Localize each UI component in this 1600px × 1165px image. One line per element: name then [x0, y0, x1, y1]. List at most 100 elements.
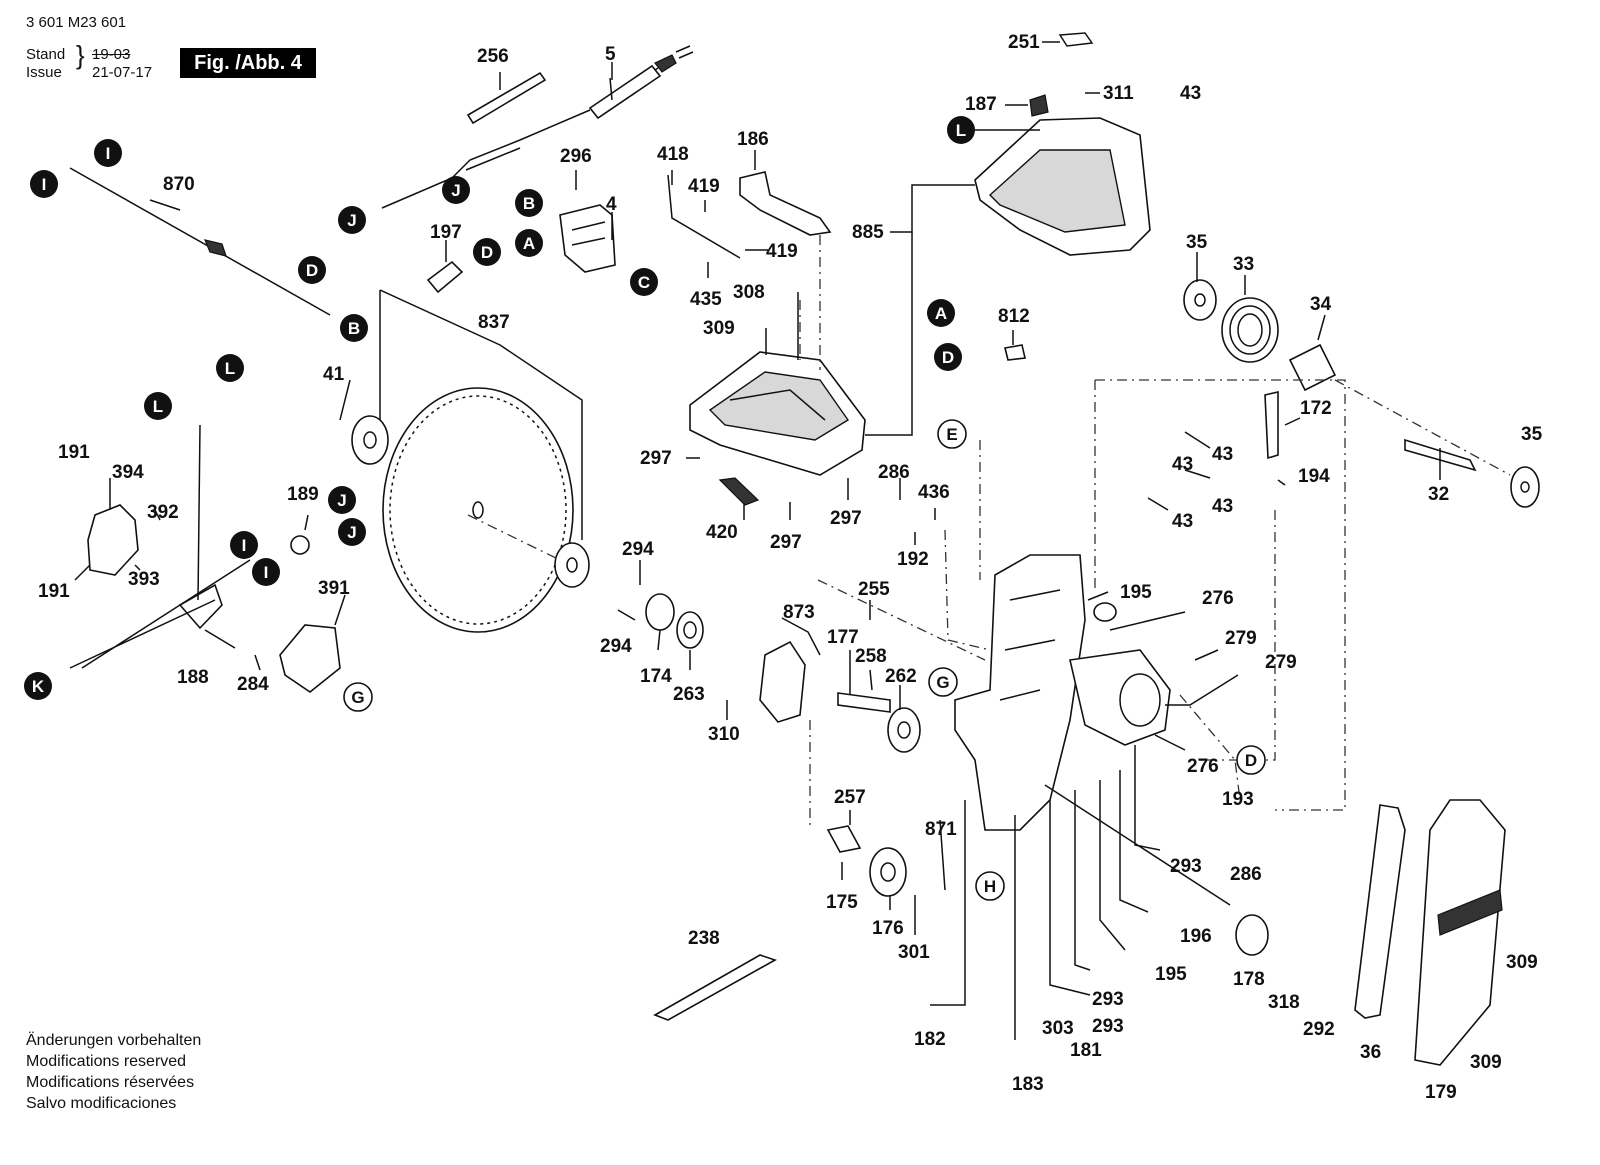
callout: 191: [58, 442, 90, 463]
marker-dark: J: [328, 486, 356, 514]
svg-text:G: G: [936, 673, 949, 692]
marker-dark: L: [216, 354, 244, 382]
callout: 255: [858, 579, 890, 600]
callout: 303: [1042, 1018, 1074, 1039]
callout: 276: [1187, 756, 1219, 777]
svg-text:I: I: [106, 144, 111, 163]
note-fr: Modifications réservées: [26, 1074, 195, 1091]
svg-text:K: K: [32, 677, 45, 696]
callout: 194: [1298, 466, 1330, 487]
callout: 32: [1428, 484, 1449, 505]
callout: 310: [708, 724, 740, 745]
marker-dark: L: [947, 116, 975, 144]
svg-text:D: D: [306, 261, 318, 280]
callout: 837: [478, 312, 510, 333]
marker-light: G: [343, 682, 373, 712]
marker-dark: D: [298, 256, 326, 284]
marker-light: D: [1236, 745, 1266, 775]
callout: 871: [925, 819, 957, 840]
callout: 296: [560, 146, 592, 167]
marker-dark: D: [934, 343, 962, 371]
callout: 309: [703, 318, 735, 339]
callout: 238: [688, 928, 720, 949]
figure-label: Fig. /Abb. 4: [180, 48, 316, 78]
callout: 286: [878, 462, 910, 483]
callout: 172: [1300, 398, 1332, 419]
callout: 35: [1186, 232, 1208, 253]
callout: 174: [640, 666, 672, 687]
callout: 258: [855, 646, 887, 667]
callout: 195: [1155, 964, 1187, 985]
svg-text:E: E: [946, 425, 957, 444]
callout: 179: [1425, 1082, 1457, 1103]
callout: 297: [830, 508, 862, 529]
callout: 175: [826, 892, 858, 913]
marker-dark: J: [442, 176, 470, 204]
svg-text:I: I: [242, 536, 247, 555]
callout: 391: [318, 578, 350, 599]
callout: 812: [998, 306, 1030, 327]
part-number: 3 601 M23 601: [26, 14, 127, 31]
callout: 181: [1070, 1040, 1102, 1061]
svg-text:D: D: [1245, 751, 1257, 770]
svg-text:L: L: [956, 121, 966, 140]
callout: 292: [1303, 1019, 1335, 1040]
marker-dark: I: [94, 139, 122, 167]
callout: 189: [287, 484, 319, 505]
marker-light: E: [937, 419, 967, 449]
note-es: Salvo modificaciones: [26, 1095, 177, 1112]
modification-notes: Änderungen vorbehalten Modifications res…: [26, 1030, 201, 1114]
svg-text:B: B: [523, 194, 535, 213]
callout: 192: [897, 549, 929, 570]
callout: 187: [965, 94, 997, 115]
callout: 186: [737, 129, 769, 150]
callout: 276: [1202, 588, 1234, 609]
assembly-lines: [467, 235, 1511, 830]
callout: 870: [163, 174, 195, 195]
marker-dark: J: [338, 518, 366, 546]
callout: 4: [606, 194, 617, 215]
stand-label: Stand: [26, 46, 66, 63]
callout: 36: [1360, 1042, 1381, 1063]
brace-glyph: }: [76, 40, 85, 70]
callout: 43: [1180, 83, 1201, 104]
callout: 394: [112, 462, 144, 483]
svg-text:L: L: [225, 359, 235, 378]
callout: 301: [898, 942, 930, 963]
marker-dark: B: [340, 314, 368, 342]
callout: 263: [673, 684, 705, 705]
callout: 294: [600, 636, 632, 657]
callout: 177: [827, 627, 859, 648]
callout: 318: [1268, 992, 1300, 1013]
callout: 308: [733, 282, 765, 303]
stand-value: 19-03: [92, 46, 131, 63]
marker-light: H: [975, 871, 1005, 901]
callout: 176: [872, 918, 904, 939]
callout: 188: [177, 667, 209, 688]
leader-lines: [74, 41, 1441, 1040]
note-en: Modifications reserved: [26, 1053, 187, 1070]
svg-text:D: D: [481, 243, 493, 262]
issue-value: 21-07-17: [92, 64, 153, 81]
callout: 197: [430, 222, 462, 243]
callout: 43: [1212, 444, 1233, 465]
svg-text:J: J: [347, 211, 356, 230]
callout: 279: [1225, 628, 1257, 649]
callout: 419: [766, 241, 798, 262]
callout: 182: [914, 1029, 946, 1050]
marker-dark: I: [230, 531, 258, 559]
callout: 392: [147, 502, 179, 523]
svg-text:D: D: [942, 348, 954, 367]
callout: 309: [1470, 1052, 1502, 1073]
callout: 193: [1222, 789, 1254, 810]
marker-dark: C: [630, 268, 658, 296]
letter-markers: I I J J B A C D D B L L L J J I I K A D …: [24, 116, 1266, 901]
callout: 5: [605, 44, 616, 65]
marker-light: G: [928, 667, 958, 697]
callout: 286: [1230, 864, 1262, 885]
callout: 885: [852, 222, 884, 243]
svg-text:A: A: [935, 304, 947, 323]
marker-dark: K: [24, 672, 52, 700]
